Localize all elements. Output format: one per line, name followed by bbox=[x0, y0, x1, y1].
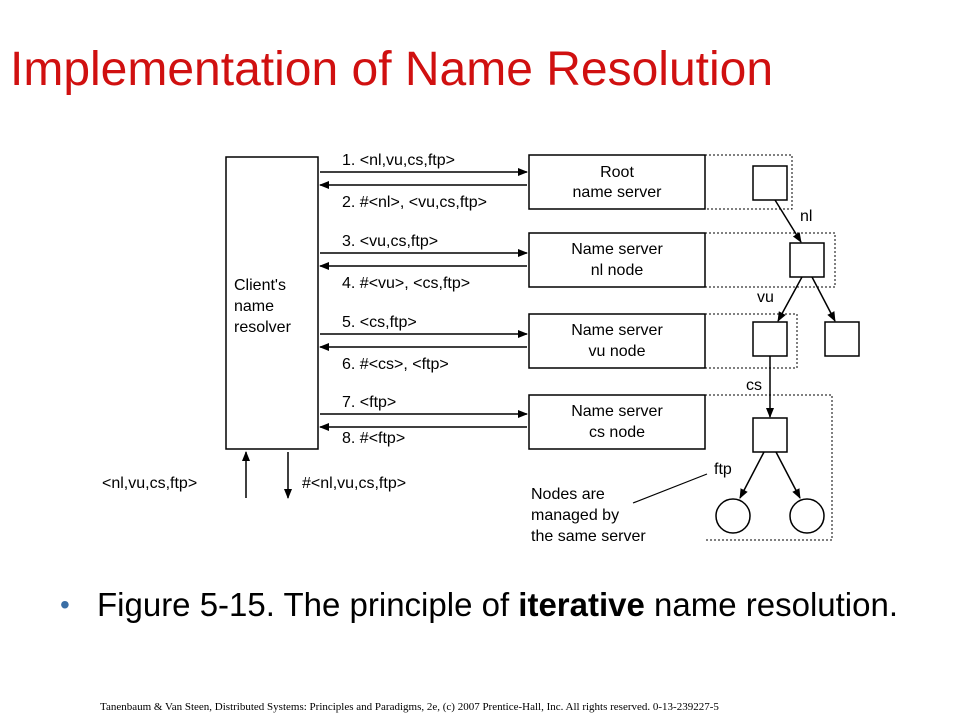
figure-caption: • Figure 5-15. The principle of iterativ… bbox=[60, 586, 920, 624]
resolver-label-line-2: name bbox=[234, 298, 274, 315]
tree-edge-root-nl bbox=[774, 199, 802, 243]
edge-label-cs: cs bbox=[746, 377, 762, 394]
vu-region-dotted bbox=[705, 313, 798, 369]
input-label: <nl,vu,cs,ftp> bbox=[102, 475, 197, 492]
message-label-8: 8. #<ftp> bbox=[342, 430, 405, 447]
output-label: #<nl,vu,cs,ftp> bbox=[302, 475, 406, 492]
cs-server-line-2: cs node bbox=[589, 424, 645, 441]
root-server-line-1: Root bbox=[600, 164, 634, 181]
message-label-4: 4. #<vu>, <cs,ftp> bbox=[342, 275, 470, 292]
resolver-label-line-1: Client's bbox=[234, 277, 286, 294]
cs-server-line-1: Name server bbox=[571, 403, 663, 420]
tree-node-nl bbox=[789, 242, 825, 278]
note-line-1: Nodes are bbox=[531, 486, 605, 503]
nl-server-box bbox=[528, 232, 706, 288]
message-label-7: 7. <ftp> bbox=[342, 394, 396, 411]
vu-server-box bbox=[528, 313, 706, 369]
tree-edge-nl-vu bbox=[777, 276, 803, 322]
copyright-footer: Tanenbaum & Van Steen, Distributed Syste… bbox=[100, 701, 719, 713]
cs-server-box bbox=[528, 394, 706, 450]
resolver-label-line-3: resolver bbox=[234, 319, 292, 336]
caption-suffix: name resolution. bbox=[644, 586, 899, 623]
caption-prefix: Figure 5-15. The principle of bbox=[97, 586, 519, 623]
tree-node-root bbox=[752, 165, 788, 201]
tree-leaf-left bbox=[715, 498, 751, 534]
client-resolver-box bbox=[225, 156, 319, 450]
tree-edge-cs-left bbox=[739, 451, 765, 499]
message-label-2: 2. #<nl>, <vu,cs,ftp> bbox=[342, 194, 487, 211]
note-line-2: managed by bbox=[531, 507, 619, 524]
message-label-5: 5. <cs,ftp> bbox=[342, 314, 417, 331]
note-line-3: the same server bbox=[531, 528, 646, 545]
tree-node-cs bbox=[752, 417, 788, 453]
caption-text: Figure 5-15. The principle of iterative … bbox=[60, 586, 920, 624]
root-server-box bbox=[528, 154, 706, 210]
edge-label-nl: nl bbox=[800, 208, 812, 225]
tree-edge-nl-other bbox=[811, 276, 836, 322]
nl-server-line-1: Name server bbox=[571, 241, 663, 258]
tree-node-vu bbox=[752, 321, 788, 357]
tree-edge-cs-right bbox=[775, 451, 801, 499]
nl-server-line-2: nl node bbox=[591, 262, 644, 279]
note-pointer-line bbox=[632, 473, 708, 504]
message-label-3: 3. <vu,cs,ftp> bbox=[342, 233, 438, 250]
nl-region-dotted bbox=[705, 232, 836, 288]
root-region-dotted bbox=[705, 154, 793, 210]
edge-label-vu: vu bbox=[757, 289, 774, 306]
vu-server-line-2: vu node bbox=[589, 343, 646, 360]
tree-node-other bbox=[824, 321, 860, 357]
slide-title: Implementation of Name Resolution bbox=[10, 43, 774, 96]
bullet-marker: • bbox=[60, 589, 70, 620]
vu-server-line-1: Name server bbox=[571, 322, 663, 339]
message-label-1: 1. <nl,vu,cs,ftp> bbox=[342, 152, 455, 169]
edge-label-ftp: ftp bbox=[714, 461, 732, 478]
caption-emphasis: iterative bbox=[518, 586, 645, 623]
message-label-6: 6. #<cs>, <ftp> bbox=[342, 356, 449, 373]
root-server-line-2: name server bbox=[573, 184, 663, 201]
tree-leaf-right bbox=[789, 498, 825, 534]
